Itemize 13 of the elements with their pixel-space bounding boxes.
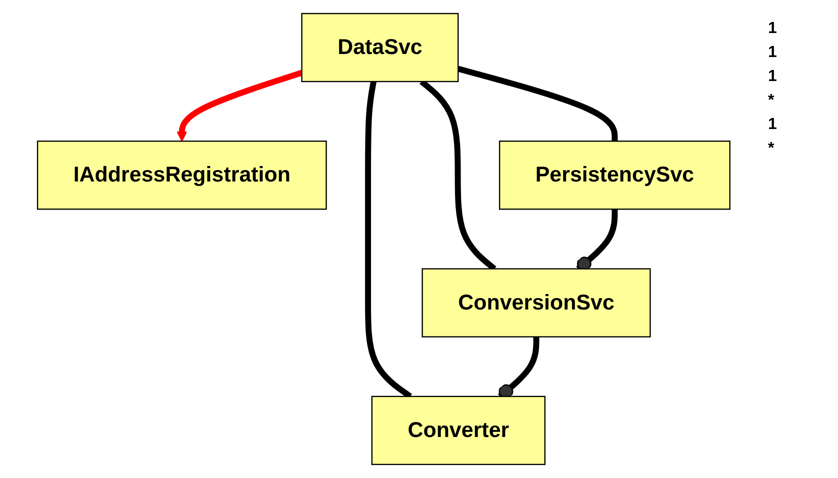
multiplicity-label: 1 [768,68,778,86]
node-box: DataSvc [301,12,459,82]
multiplicity-label: 1 [768,20,778,38]
multiplicity-label: 1 [768,116,778,134]
multiplicity-label: 1 [768,44,778,62]
multiplicity-label: * [768,140,776,158]
multiplicity-label: * [768,92,776,110]
node-box: ConversionSvc [422,268,652,338]
node-box: PersistencySvc [499,140,731,210]
node-box: Converter [372,396,546,466]
node-box: IAddressRegistration [37,140,328,210]
connector [458,66,618,142]
arrow [176,70,303,142]
